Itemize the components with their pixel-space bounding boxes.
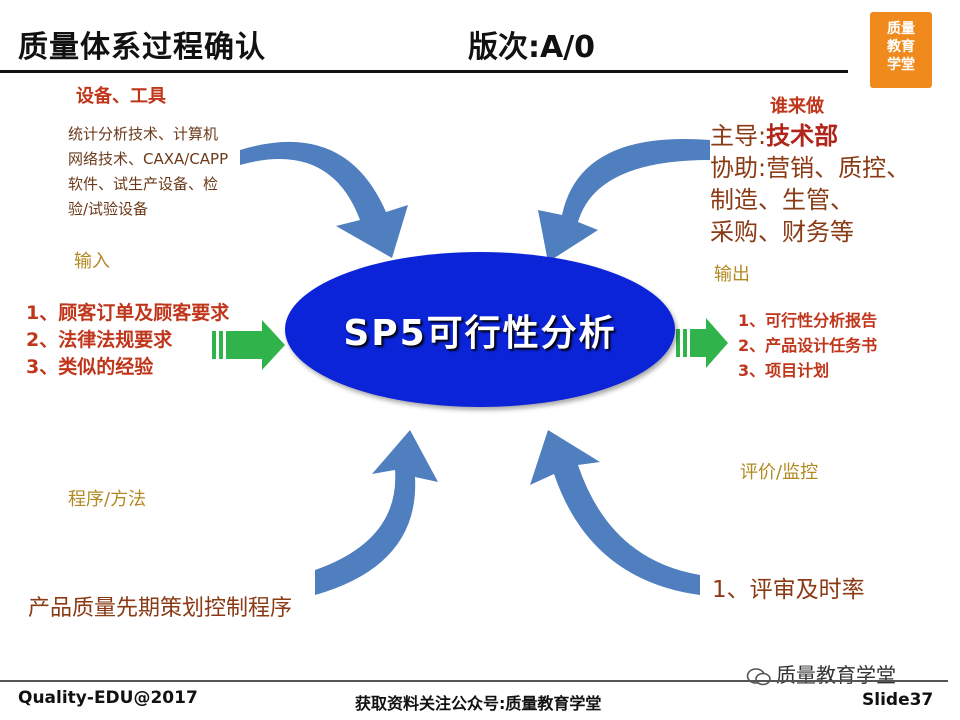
output-list: 1、可行性分析报告 2、产品设计任务书 3、项目计划 <box>738 308 877 383</box>
who-label: 谁来做 <box>770 96 824 117</box>
who-lead: 主导:技术部 <box>710 122 839 150</box>
arrow-equipment <box>240 141 408 258</box>
arrow-input <box>212 320 285 370</box>
input-list: 1、顾客订单及顾客要求 2、法律法规要求 3、类似的经验 <box>26 300 229 381</box>
equipment-label: 设备、工具 <box>76 86 166 107</box>
center-process-label: SP5可行性分析 <box>343 312 617 354</box>
footer-copyright: Quality-EDU@2017 <box>18 688 198 708</box>
input-item: 1、顾客订单及顾客要求 <box>26 302 230 324</box>
version-label: 版次:A/0 <box>468 30 596 65</box>
arrow-evaluation <box>530 430 700 595</box>
method-value: 产品质量先期策划控制程序 <box>28 596 293 621</box>
evaluation-label: 评价/监控 <box>740 462 819 483</box>
who-list: 主导:技术部 协助:营销、质控、 制造、生管、 采购、财务等 <box>710 122 911 246</box>
brand-logo: 质量 教育 学堂 <box>870 12 932 88</box>
equipment-list: 统计分析技术、计算机 网络技术、CAXA/CAPP 软件、试生产设备、检 验/试… <box>68 125 229 218</box>
footer-divider <box>0 680 948 682</box>
logo-text: 质量 教育 学堂 <box>887 21 915 73</box>
center-process-ellipse: SP5可行性分析 <box>285 252 675 407</box>
header-divider <box>0 70 848 73</box>
wechat-icon <box>746 667 772 687</box>
slide-number: Slide37 <box>862 690 934 710</box>
arrow-output <box>676 318 728 368</box>
output-item: 2、产品设计任务书 <box>738 336 878 355</box>
output-item: 3、项目计划 <box>738 361 830 380</box>
arrow-who <box>538 138 710 262</box>
wechat-watermark: 质量教育学堂 <box>746 659 896 688</box>
input-item: 2、法律法规要求 <box>26 329 173 351</box>
page-title: 质量体系过程确认 <box>18 30 266 65</box>
output-label: 输出 <box>714 264 750 285</box>
evaluation-value: 1、评审及时率 <box>712 577 865 603</box>
method-label: 程序/方法 <box>68 489 147 510</box>
output-item: 1、可行性分析报告 <box>738 311 878 330</box>
arrow-method <box>315 430 438 595</box>
input-item: 3、类似的经验 <box>26 356 154 378</box>
footer-note: 获取资料关注公众号:质量教育学堂 <box>355 694 602 713</box>
input-label: 输入 <box>74 251 110 272</box>
